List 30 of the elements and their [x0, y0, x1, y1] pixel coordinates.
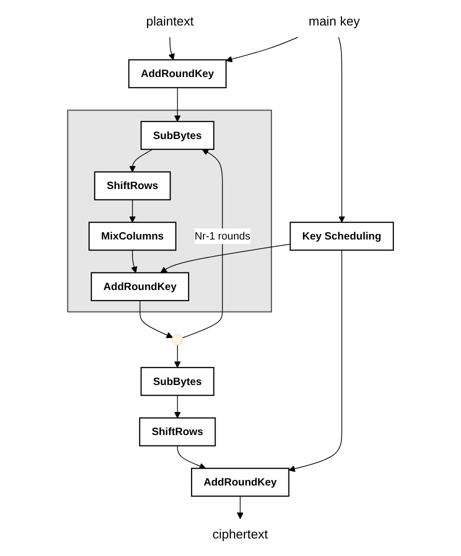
arrow — [130, 250, 138, 274]
arrow — [174, 87, 181, 122]
node-box: MixColumns — [88, 222, 176, 251]
node-text: main key — [308, 14, 360, 29]
node-box: AddRoundKey — [128, 59, 227, 88]
node-circle — [172, 334, 184, 346]
arrow — [288, 250, 342, 472]
node-box: Key Scheduling — [290, 222, 394, 251]
edge-label: Nr-1 rounds — [194, 230, 250, 242]
cluster — [67, 110, 272, 312]
arrow — [160, 244, 291, 274]
arrow — [129, 199, 136, 223]
node-box: ShiftRows — [94, 171, 171, 200]
arrow — [168, 36, 175, 60]
node-box: SubBytes — [140, 366, 214, 396]
arrow — [338, 36, 346, 223]
node-box: AddRoundKey — [191, 468, 290, 497]
arrow — [174, 344, 181, 368]
node-box: AddRoundKey — [90, 272, 190, 302]
node-text: plaintext — [146, 14, 194, 29]
node-box: SubBytes — [140, 120, 214, 150]
arrow — [226, 36, 298, 62]
arrow — [236, 496, 244, 520]
arrow — [129, 148, 153, 172]
arrow — [174, 395, 181, 418]
node-box: ShiftRows — [139, 417, 216, 446]
arrow — [182, 149, 223, 338]
arrow — [140, 300, 173, 338]
node-text: ciphertext — [212, 527, 268, 542]
arrow — [177, 445, 206, 470]
